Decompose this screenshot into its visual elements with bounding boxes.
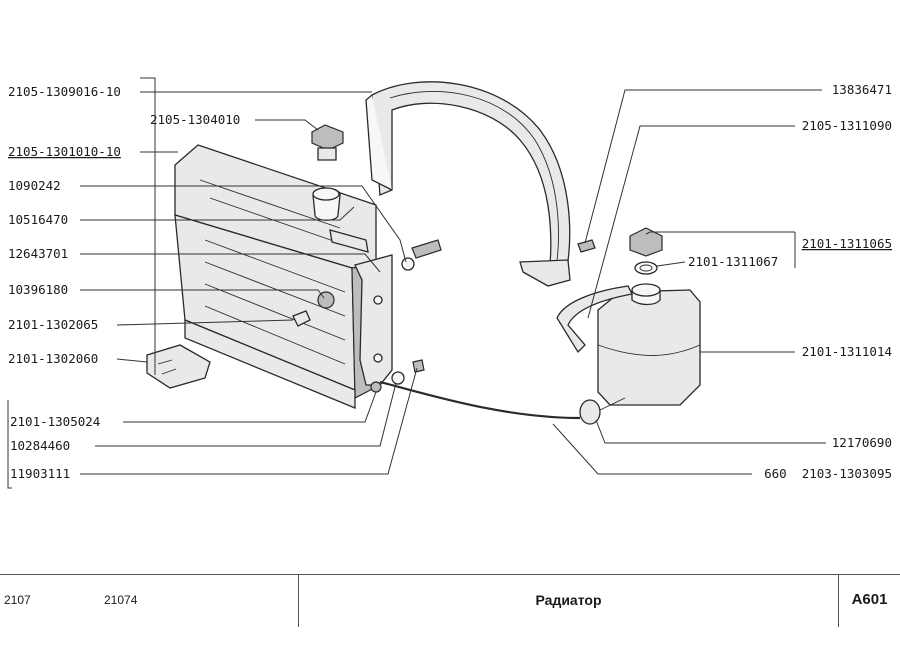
radiator-exploded-diagram: 2105-1309016-10 2105-1304010 2105-130101… bbox=[7, 77, 892, 489]
radiator-cap bbox=[311, 124, 344, 161]
drain-plug bbox=[292, 310, 311, 327]
labels-right: 13836471 2105-1311090 2101-1311065 2101-… bbox=[688, 82, 892, 481]
label-12170690: 12170690 bbox=[832, 435, 892, 450]
label-2101-1302060: 2101-1302060 bbox=[8, 351, 98, 366]
hose-clamp bbox=[579, 397, 626, 425]
label-10396180: 10396180 bbox=[8, 282, 68, 297]
label-2101-1311065: 2101-1311065 bbox=[802, 236, 892, 251]
bolt-and-washer-lower bbox=[370, 359, 425, 393]
bolt-1 bbox=[401, 239, 442, 271]
section-title: Радиатор bbox=[535, 592, 602, 608]
bracket-bottom-left bbox=[7, 400, 12, 489]
radiator-support-cushion bbox=[146, 344, 211, 389]
title-block: 2107 21074 Радиатор А601 bbox=[0, 574, 900, 627]
overflow-hose bbox=[379, 380, 581, 420]
section-code: А601 bbox=[851, 591, 888, 608]
label-2101-1311067: 2101-1311067 bbox=[688, 254, 778, 269]
leader-lines-left bbox=[80, 91, 418, 475]
model-number-2107: 2107 bbox=[4, 593, 31, 607]
label-2105-1304010: 2105-1304010 bbox=[150, 112, 240, 127]
label-10516470: 10516470 bbox=[8, 212, 68, 227]
tank-strap bbox=[556, 285, 633, 354]
label-1090242: 1090242 bbox=[8, 178, 61, 193]
label-2101-1311014: 2101-1311014 bbox=[802, 344, 892, 359]
footer-divider-2 bbox=[838, 575, 839, 627]
label-13836471: 13836471 bbox=[832, 82, 892, 97]
label-660-2103-1303095: 660 2103-1303095 bbox=[764, 466, 892, 481]
label-2101-1302065: 2101-1302065 bbox=[8, 317, 98, 332]
leader-lines-right bbox=[552, 89, 826, 475]
fan-shroud bbox=[365, 81, 571, 287]
bracket-top-left bbox=[140, 77, 156, 375]
label-2105-1301010-10: 2105-1301010-10 bbox=[8, 144, 121, 159]
label-2105-1309016-10: 2105-1309016-10 bbox=[8, 84, 121, 99]
tank-gasket bbox=[634, 261, 658, 275]
footer-divider-1 bbox=[298, 575, 299, 627]
label-12643701: 12643701 bbox=[8, 246, 68, 261]
radiator-core bbox=[174, 144, 393, 409]
label-2101-1305024: 2101-1305024 bbox=[10, 414, 100, 429]
shroud-bolt bbox=[577, 239, 596, 253]
label-10284460: 10284460 bbox=[10, 438, 70, 453]
label-2105-1311090: 2105-1311090 bbox=[802, 118, 892, 133]
model-number-21074: 21074 bbox=[104, 593, 138, 607]
expansion-tank bbox=[597, 283, 701, 406]
labels-left: 2105-1309016-10 2105-1304010 2105-130101… bbox=[8, 84, 240, 481]
label-11903111: 11903111 bbox=[10, 466, 70, 481]
sleeve-1 bbox=[317, 291, 335, 309]
tank-cap bbox=[629, 227, 663, 257]
